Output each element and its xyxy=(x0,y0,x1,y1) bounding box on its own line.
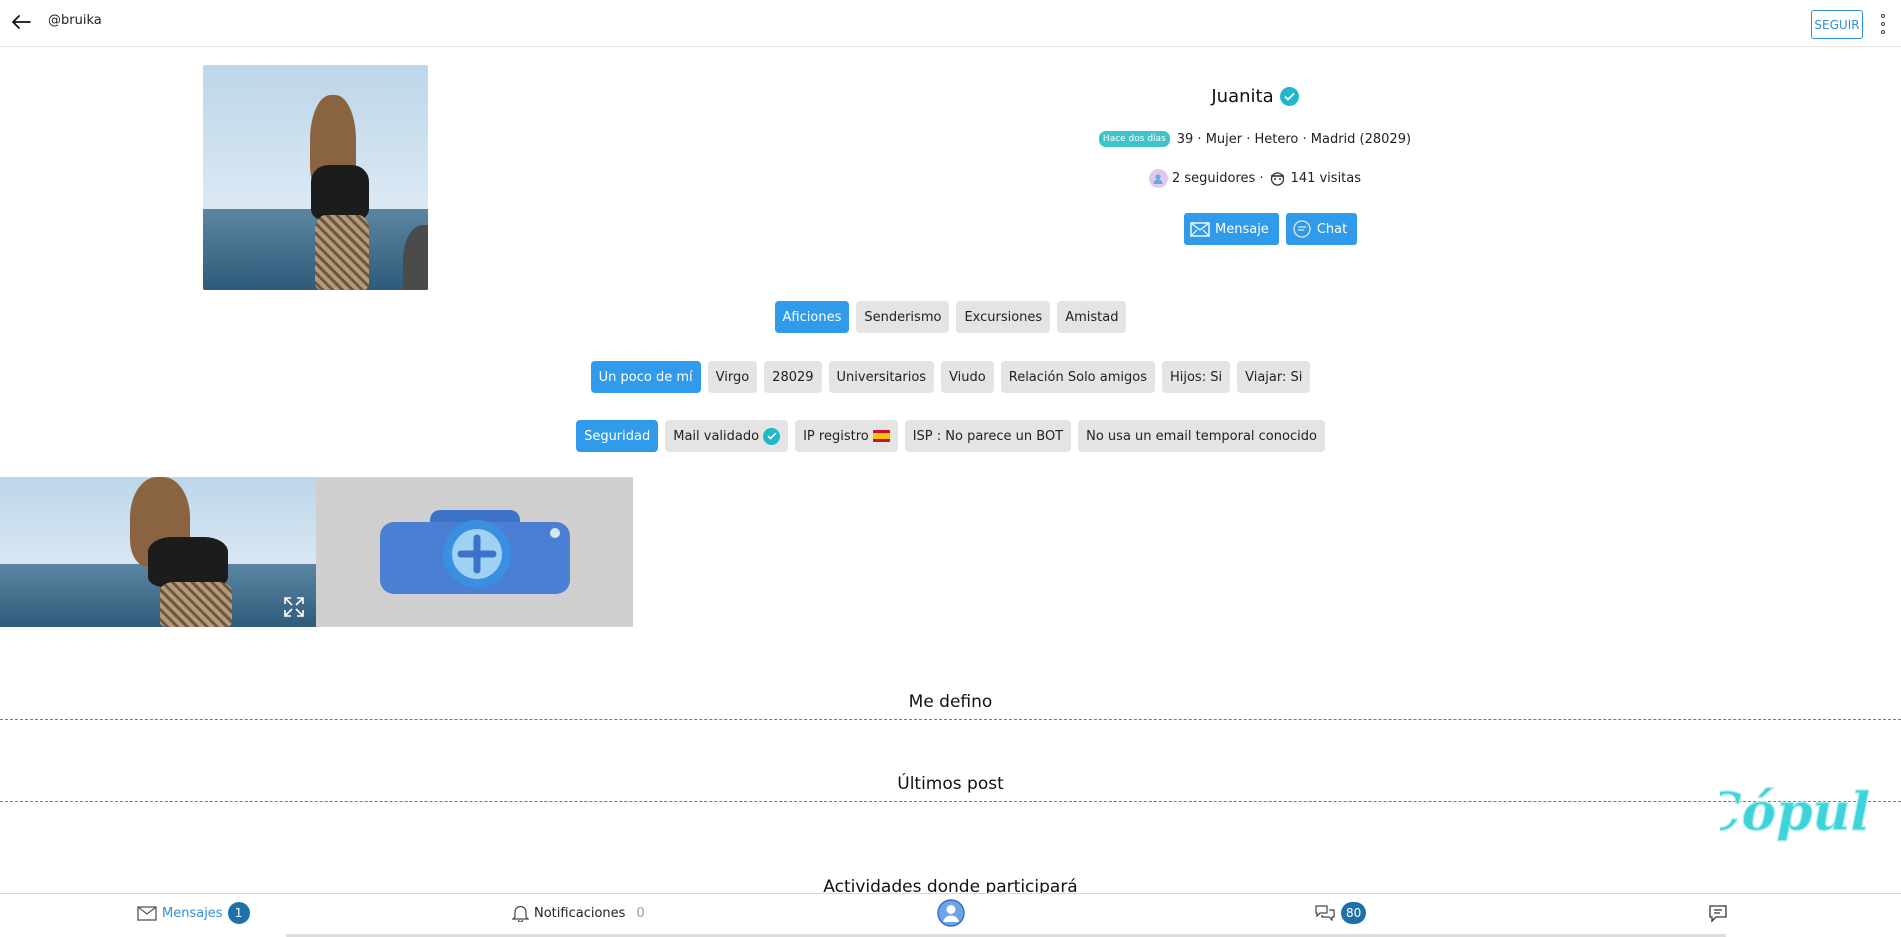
profile-username: @bruika xyxy=(48,13,102,28)
section-me-defino: Me defino xyxy=(908,692,993,712)
security-row: Seguridad Mail validado IP registro ISP … xyxy=(0,420,1901,452)
check-icon xyxy=(763,427,781,445)
follow-button[interactable]: SEGUIR xyxy=(1811,10,1863,39)
profile-details: 39 · Mujer · Hetero · Madrid (28029) xyxy=(1176,131,1412,147)
about-row: Un poco de mí Virgo 28029 Universitarios… xyxy=(0,361,1901,393)
comment-icon xyxy=(1709,904,1727,923)
chats-badge: 80 xyxy=(1341,902,1367,924)
add-photo-button[interactable] xyxy=(316,477,633,627)
more-options-icon[interactable] xyxy=(1876,11,1890,37)
bottom-navigation: Mensajes 1 Notificaciones 0 80 xyxy=(0,893,1901,937)
hobby-chip: Excursiones xyxy=(956,301,1051,333)
expand-icon[interactable] xyxy=(282,595,306,619)
about-chip: Relación Solo amigos xyxy=(1000,361,1155,393)
about-chip: Viajar: Si xyxy=(1237,361,1311,393)
hobbies-label: Aficiones xyxy=(774,301,850,333)
chat-bubbles-icon xyxy=(1315,905,1335,922)
camera-plus-icon xyxy=(379,510,570,594)
message-button[interactable]: Mensaje xyxy=(1184,213,1279,245)
bell-icon xyxy=(512,905,529,922)
followers-icon xyxy=(1148,169,1168,188)
copuli-logo: Cópuli xyxy=(1720,781,1870,843)
chat-button[interactable]: Chat xyxy=(1285,213,1358,245)
spain-flag-icon xyxy=(872,430,890,442)
about-chip: Hijos: Si xyxy=(1161,361,1231,393)
profile-name-row: Juanita xyxy=(1120,86,1390,107)
nav-comments[interactable] xyxy=(1708,894,1728,932)
verified-check-icon xyxy=(1279,87,1299,106)
top-header: @bruika SEGUIR xyxy=(0,0,1901,47)
section-actividades: Actividades donde participará xyxy=(823,877,1078,897)
last-seen-badge: Hace dos días xyxy=(1098,131,1170,147)
section-divider xyxy=(0,801,1901,802)
nav-messages[interactable]: Mensajes 1 xyxy=(137,894,250,932)
nav-chats[interactable]: 80 xyxy=(1314,894,1367,932)
about-label: Un poco de mí xyxy=(590,361,701,393)
back-button[interactable] xyxy=(8,9,34,35)
envelope-icon xyxy=(1190,221,1210,237)
about-chip: Universitarios xyxy=(828,361,935,393)
section-ultimos-post: Últimos post xyxy=(897,774,1004,794)
bottom-strip xyxy=(286,934,1726,937)
hobbies-row: Aficiones Senderismo Excursiones Amistad xyxy=(0,301,1901,333)
svg-text:Cópuli: Cópuli xyxy=(1720,782,1870,843)
notifications-count: 0 xyxy=(636,905,645,921)
nav-notifications[interactable]: Notificaciones 0 xyxy=(512,894,645,932)
profile-meta-row: Hace dos días 39 · Mujer · Hetero · Madr… xyxy=(1080,131,1430,147)
security-label: Seguridad xyxy=(576,420,659,452)
gallery-photo[interactable] xyxy=(0,477,316,627)
profile-actions: Mensaje Chat xyxy=(1184,213,1358,245)
isp-chip: ISP : No parece un BOT xyxy=(904,420,1072,452)
profile-stats-row: 2 seguidores · 141 visitas xyxy=(1100,169,1410,188)
followers-count: 2 seguidores · xyxy=(1171,171,1264,186)
visits-count: 141 visitas xyxy=(1290,171,1362,186)
ip-registry-chip: IP registro xyxy=(795,420,898,452)
envelope-icon xyxy=(137,905,157,921)
chat-bubble-icon xyxy=(1293,220,1311,238)
about-chip: 28029 xyxy=(764,361,822,393)
section-divider xyxy=(0,719,1901,720)
nav-profile[interactable] xyxy=(936,894,966,932)
profile-photo[interactable] xyxy=(203,65,428,290)
profile-name: Juanita xyxy=(1211,86,1274,107)
hobby-chip: Senderismo xyxy=(856,301,950,333)
about-chip: Viudo xyxy=(941,361,994,393)
messages-badge: 1 xyxy=(227,902,250,924)
hobby-chip: Amistad xyxy=(1057,301,1127,333)
arrow-left-icon xyxy=(12,15,31,29)
temp-email-chip: No usa un email temporal conocido xyxy=(1078,420,1325,452)
user-avatar-icon xyxy=(937,899,965,927)
visits-icon xyxy=(1268,169,1287,188)
mail-validated-chip: Mail validado xyxy=(665,420,789,452)
about-chip: Virgo xyxy=(707,361,758,393)
